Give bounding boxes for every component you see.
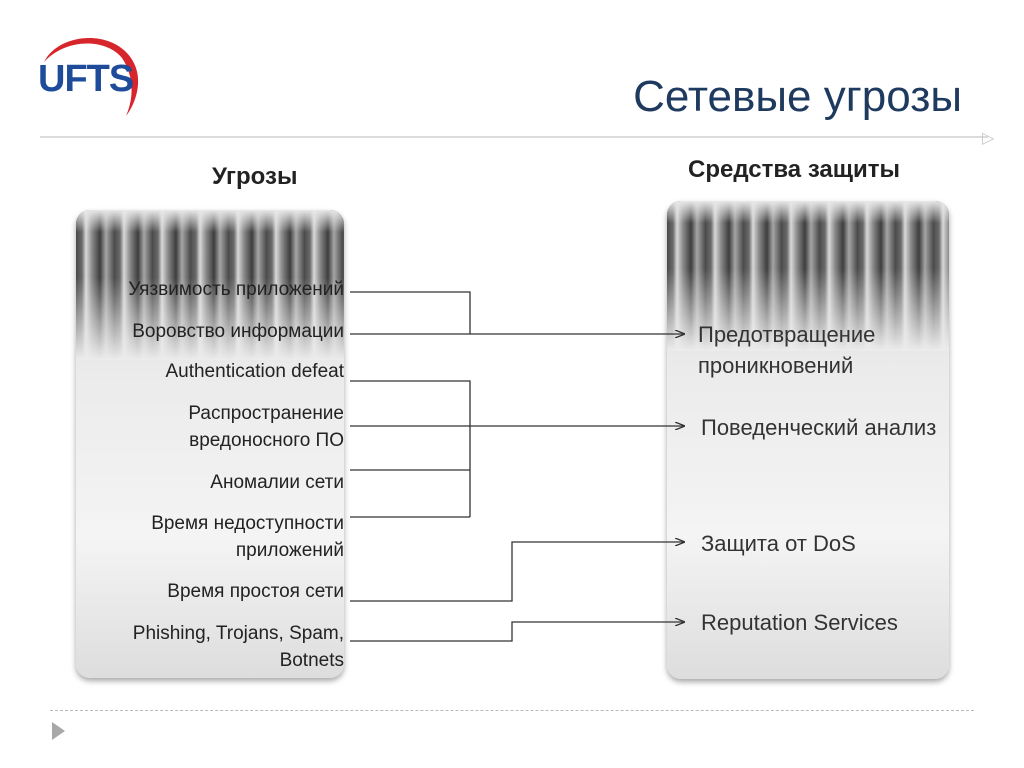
- defense-item: Reputation Services: [701, 610, 898, 635]
- logo-text: UFTS: [38, 58, 134, 100]
- footer-divider: [50, 710, 974, 711]
- connector-line: [350, 380, 471, 517]
- threat-item: Phishing, Trojans, Spam, Botnets: [132, 623, 344, 671]
- connector-line: [350, 291, 471, 334]
- threat-item: Время недоступности приложений: [151, 513, 344, 561]
- threat-item: Authentication defeat: [165, 361, 344, 382]
- connector-arrow: [350, 542, 684, 602]
- threat-item: Аномалии сети: [210, 472, 344, 493]
- server-racks-image: [76, 210, 344, 360]
- threat-item: Уязвимость приложений: [128, 279, 344, 300]
- defense-item: Предотвращение проникновений: [698, 322, 876, 378]
- server-racks-image: [667, 201, 949, 351]
- defense-item: Поведенческий анализ: [701, 415, 937, 440]
- page-title: Сетевые угрозы: [633, 72, 962, 121]
- threats-panel: Уязвимость приложений Воровство информац…: [76, 210, 344, 678]
- threat-item: Воровство информации: [132, 321, 344, 342]
- ufts-logo: UFTS: [30, 28, 145, 124]
- threat-item: Распространение вредоносного ПО: [188, 403, 344, 451]
- play-icon: [52, 722, 65, 740]
- defense-item: Защита от DoS: [701, 531, 856, 556]
- connector-arrow: [350, 622, 684, 642]
- threat-item: Время простоя сети: [167, 581, 344, 602]
- header-divider: [40, 136, 988, 138]
- defenses-heading: Средства защиты: [688, 156, 901, 183]
- threats-heading: Угрозы: [212, 163, 298, 190]
- divider-arrow-icon: ▷: [982, 130, 995, 147]
- defenses-panel: Предотвращение проникновений Поведенческ…: [667, 201, 949, 679]
